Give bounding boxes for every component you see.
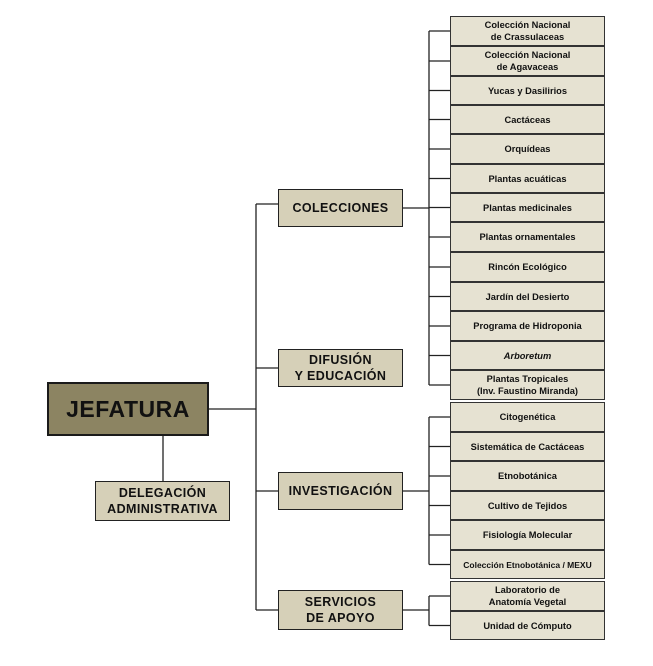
delegation-box: DELEGACIÓN ADMINISTRATIVA (95, 481, 230, 521)
unit-label: Plantas Tropicales (Inv. Faustino Mirand… (476, 374, 579, 396)
unit-box: Unidad de Cómputo (450, 611, 605, 640)
unit-box: Fisiología Molecular (450, 520, 605, 550)
unit-label: Cactáceas (504, 114, 551, 125)
department-colecciones: COLECCIONES (278, 189, 403, 227)
department-label: DIFUSIÓN Y EDUCACIÓN (294, 353, 387, 383)
unit-box: Plantas ornamentales (450, 222, 605, 252)
root-label: JEFATURA (66, 395, 190, 422)
unit-box: Sistemática de Cactáceas (450, 432, 605, 461)
unit-label: Yucas y Dasilirios (487, 85, 568, 96)
unit-box: Cactáceas (450, 105, 605, 134)
department-label: COLECCIONES (292, 201, 389, 215)
unit-box: Colección Etnobotánica / MEXU (450, 550, 605, 579)
unit-box: Plantas medicinales (450, 193, 605, 222)
unit-box: Rincón Ecológico (450, 252, 605, 282)
unit-box: Yucas y Dasilirios (450, 76, 605, 105)
unit-label: Fisiología Molecular (482, 530, 573, 540)
unit-label: Laboratorio de Anatomía Vegetal (488, 585, 567, 607)
department-investigacion: INVESTIGACIÓN (278, 472, 403, 510)
unit-box: Arboretum (450, 341, 605, 370)
unit-box: Plantas acuáticas (450, 164, 605, 193)
unit-label: Programa de Hidroponia (473, 321, 582, 331)
unit-box: Plantas Tropicales (Inv. Faustino Mirand… (450, 370, 605, 400)
department-difusion: DIFUSIÓN Y EDUCACIÓN (278, 349, 403, 387)
unit-label: Colección Nacional de Crassulaceas (484, 20, 571, 42)
unit-label: Orquídeas (504, 144, 551, 154)
unit-box: Colección Nacional de Crassulaceas (450, 16, 605, 46)
unit-label: Colección Nacional de Agavaceas (484, 50, 571, 72)
unit-box: Cultivo de Tejidos (450, 491, 605, 520)
unit-label: Plantas ornamentales (479, 232, 576, 242)
unit-label: Cultivo de Tejidos (487, 500, 568, 511)
unit-label: Etnobotánica (498, 471, 557, 481)
unit-label: Unidad de Cómputo (483, 620, 572, 631)
unit-box: Laboratorio de Anatomía Vegetal (450, 581, 605, 611)
unit-label: Arboretum (503, 350, 552, 361)
unit-label: Colección Etnobotánica / MEXU (463, 559, 592, 570)
department-servicios: SERVICIOS DE APOYO (278, 590, 403, 630)
unit-box: Colección Nacional de Agavaceas (450, 46, 605, 76)
department-label: SERVICIOS DE APOYO (304, 595, 377, 625)
unit-label: Plantas acuáticas (488, 173, 567, 184)
unit-label: Rincón Ecológico (488, 262, 567, 272)
department-label: INVESTIGACIÓN (288, 484, 393, 498)
root-box: JEFATURA (47, 382, 209, 436)
unit-label: Jardín del Desierto (485, 291, 570, 302)
unit-box: Citogenética (450, 402, 605, 432)
unit-box: Programa de Hidroponia (450, 311, 605, 341)
unit-label: Plantas medicinales (483, 202, 572, 213)
delegation-label: DELEGACIÓN ADMINISTRATIVA (107, 486, 218, 516)
unit-label: Citogenética (499, 412, 556, 422)
unit-box: Jardín del Desierto (450, 282, 605, 311)
unit-box: Orquídeas (450, 134, 605, 164)
unit-box: Etnobotánica (450, 461, 605, 491)
unit-label: Sistemática de Cactáceas (470, 441, 585, 452)
